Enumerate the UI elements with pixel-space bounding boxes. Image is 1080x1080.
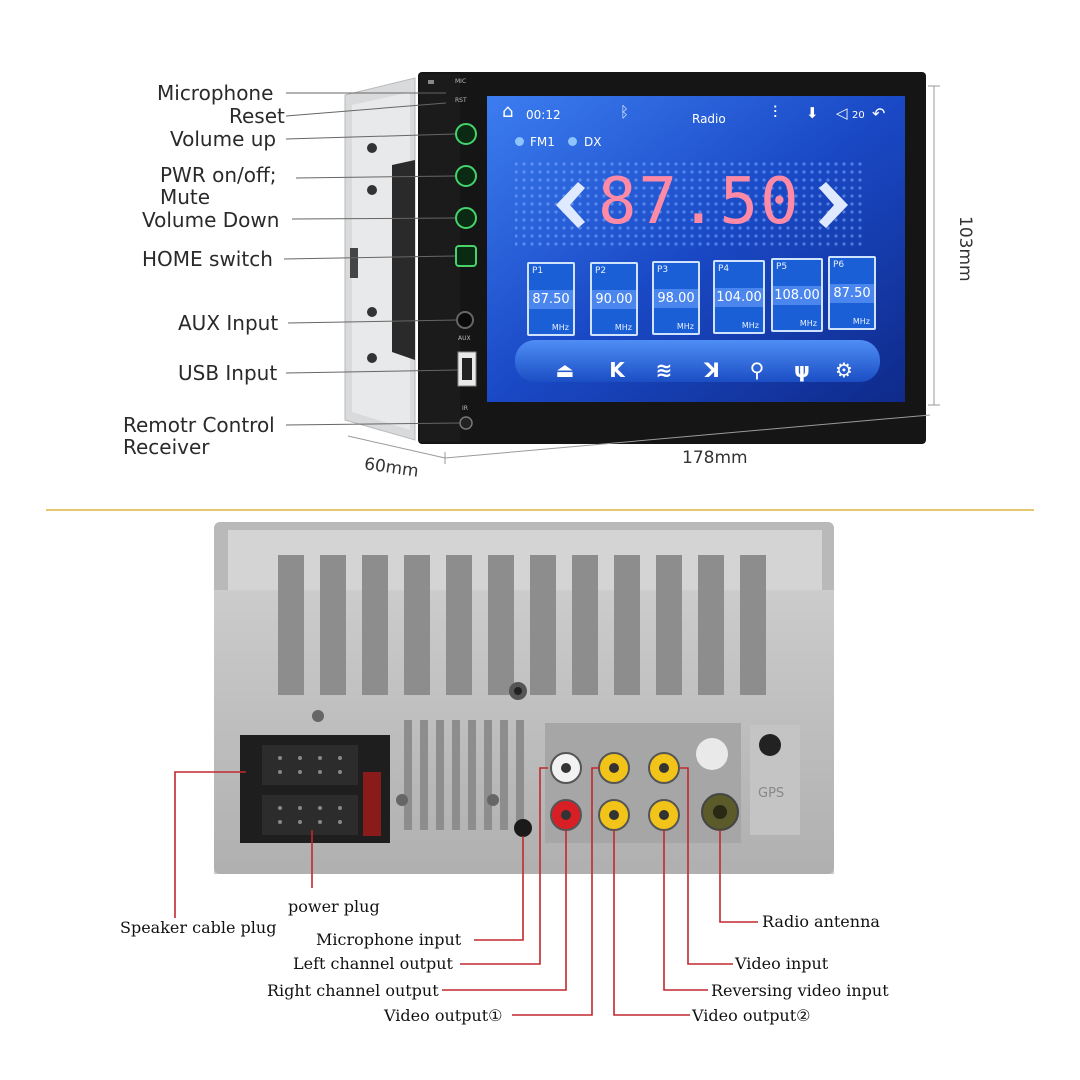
label-volume-up: Volume up (170, 127, 277, 151)
band-label[interactable]: FM1 (530, 135, 555, 149)
search-icon[interactable]: ⚲ (749, 358, 765, 382)
wifi-icon[interactable]: ≋ (655, 358, 673, 382)
volume-down-button[interactable] (455, 207, 477, 229)
frequency-display: 87.50 (598, 165, 801, 239)
label-video-input: Video input (735, 954, 829, 973)
antenna-icon[interactable]: ψ (794, 358, 810, 382)
label-radio-antenna: Radio antenna (762, 912, 880, 931)
next-icon[interactable]: ꓘ (704, 358, 720, 382)
home-button[interactable] (455, 245, 477, 267)
preset-frequency: 104.00 (715, 288, 763, 307)
label-volume-down: Volume Down (142, 208, 280, 232)
preset-unit: MHz (614, 323, 632, 332)
prev-station-arrow[interactable] (550, 178, 590, 232)
preset-unit: MHz (551, 323, 569, 332)
label-speaker-cable-plug: Speaker cable plug (120, 918, 277, 937)
label-home-switch: HOME switch (142, 247, 273, 271)
preset-unit: MHz (741, 321, 759, 330)
mode-title: Radio (692, 112, 726, 126)
label-reversing-video-input: Reversing video input (711, 981, 889, 1000)
dimension-width: 178mm (682, 448, 748, 468)
preset-button[interactable]: P6 87.50 MHz (828, 256, 876, 330)
label-pwr: PWR on/off; (160, 163, 277, 187)
dx-indicator-dot (568, 137, 577, 146)
preset-unit: MHz (676, 322, 694, 331)
preset-frequency: 108.00 (773, 286, 821, 305)
ir-mark: IR (462, 405, 468, 412)
preset-name: P3 (657, 265, 669, 275)
preset-button[interactable]: P1 87.50 MHz (527, 262, 575, 336)
preset-name: P1 (532, 266, 544, 276)
home-icon[interactable]: ⌂ (502, 101, 514, 122)
preset-name: P6 (833, 260, 845, 270)
preset-button[interactable]: P2 90.00 MHz (590, 262, 638, 336)
settings-icon[interactable]: ⚙ (835, 358, 853, 382)
bluetooth-icon[interactable]: ᛒ (620, 103, 630, 121)
preset-name: P4 (718, 264, 730, 274)
equalizer-icon[interactable]: ⫶ (773, 103, 778, 123)
preset-frequency: 87.50 (529, 290, 573, 309)
label-remote-control: Remotr Control (123, 413, 275, 437)
preset-frequency: 87.50 (830, 284, 874, 303)
label-right-channel-output: Right channel output (267, 981, 439, 1000)
dx-label[interactable]: DX (584, 135, 602, 149)
next-station-arrow[interactable] (814, 178, 854, 232)
mic-mark: MIC (455, 78, 467, 85)
preset-button[interactable]: P3 98.00 MHz (652, 261, 700, 335)
preset-frequency: 98.00 (654, 289, 698, 308)
label-power-plug: power plug (288, 897, 380, 916)
eject-icon[interactable]: ⏏ (555, 358, 575, 382)
label-microphone-input: Microphone input (316, 930, 462, 949)
fm-indicator-dot (515, 137, 524, 146)
volume-up-button[interactable] (455, 123, 477, 145)
preset-button[interactable]: P5 108.00 MHz (771, 258, 823, 332)
rst-mark: RST (455, 97, 467, 104)
label-reset: Reset (229, 104, 285, 128)
download-icon[interactable]: ⬇ (806, 104, 819, 122)
label-usb-input: USB Input (178, 361, 278, 385)
label-aux-input: AUX Input (178, 311, 279, 335)
prev-icon[interactable]: K (609, 358, 625, 382)
preset-name: P2 (595, 266, 607, 276)
volume-level: 20 (852, 110, 865, 121)
back-icon[interactable]: ↶ (872, 104, 886, 123)
label-video-output-2: Video output② (692, 1006, 811, 1025)
label-mute: Mute (160, 185, 211, 209)
volume-icon[interactable]: ◁ (836, 104, 848, 122)
power-mute-button[interactable] (455, 165, 477, 187)
preset-unit: MHz (799, 319, 817, 328)
gps-port-label: GPS (758, 786, 785, 801)
preset-frequency: 90.00 (592, 290, 636, 309)
clock: 00:12 (526, 108, 561, 122)
label-left-channel-output: Left channel output (293, 954, 453, 973)
preset-name: P5 (776, 262, 788, 272)
preset-button[interactable]: P4 104.00 MHz (713, 260, 765, 334)
aux-mark: AUX (458, 335, 471, 342)
label-video-output-1: Video output① (384, 1006, 503, 1025)
label-microphone: Microphone (157, 81, 274, 105)
preset-unit: MHz (852, 317, 870, 326)
dimension-height: 103mm (955, 216, 975, 282)
label-receiver: Receiver (123, 435, 210, 459)
